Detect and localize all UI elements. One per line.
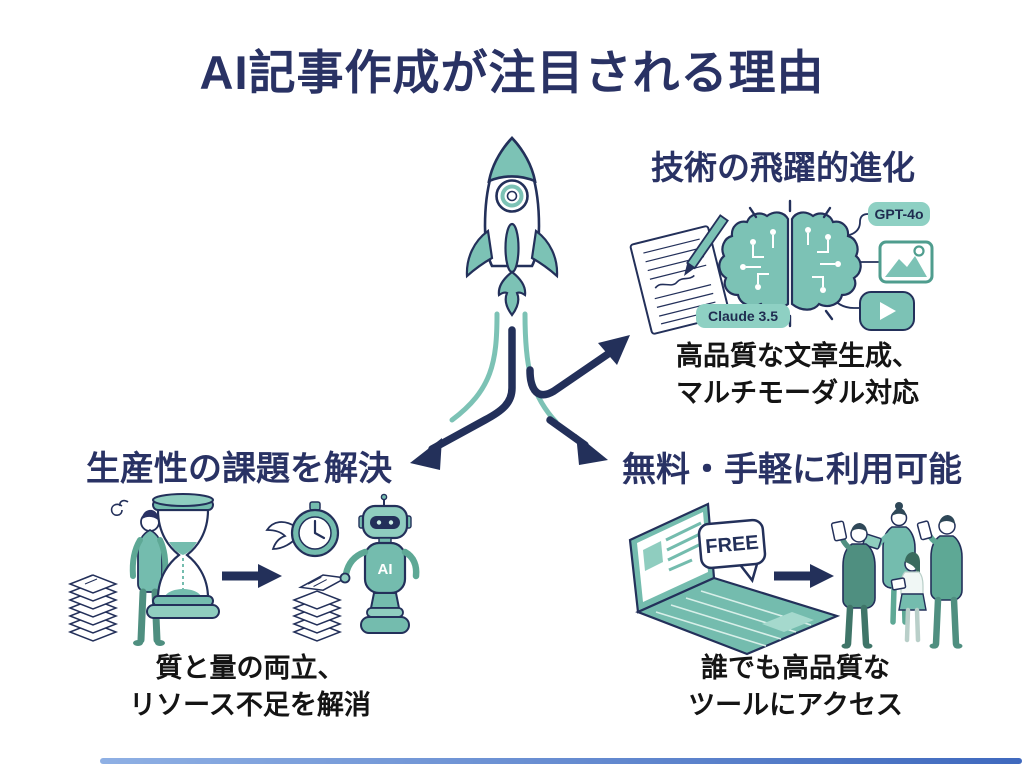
access-caption-line2: ツールにアクセス [688, 690, 903, 720]
stressed-worker-icon [110, 499, 169, 646]
video-play-icon [859, 291, 915, 331]
tech-section-heading: 技術の飛躍的進化 [651, 149, 915, 186]
branch-arrows-icon [410, 311, 630, 470]
bottom-accent-bar [100, 758, 1022, 764]
svg-text:FREE: FREE [705, 532, 760, 559]
gpt4o-badge: GPT-4o [868, 202, 930, 226]
users-group-icon [830, 502, 963, 649]
svg-text:AI: AI [378, 561, 393, 578]
svg-text:GPT-4o: GPT-4o [874, 206, 923, 222]
user-man-left [830, 520, 876, 649]
user-man-right [916, 515, 963, 649]
brain-circuit-icon [718, 199, 862, 328]
access-caption-line1: 誰でも高品質な [701, 653, 890, 683]
productivity-section-heading: 生産性の課題を解決 [86, 450, 392, 488]
tech-caption-line1: 高品質な文章生成、 [676, 341, 919, 371]
tech-caption-line2: マルチモーダル対応 [676, 378, 919, 408]
productivity-caption-line1: 質と量の両立、 [155, 653, 345, 683]
laptop-icon [628, 502, 841, 656]
right-arrow-icon [774, 564, 834, 588]
user-woman-front [890, 552, 927, 643]
rocket-icon [465, 136, 559, 317]
page-title: AI記事作成が注目される理由 [199, 46, 825, 99]
productivity-illustration: AI [67, 493, 420, 646]
access-illustration: FREE [628, 502, 963, 656]
paper-stack-icon [67, 574, 119, 642]
winged-stopwatch-icon [265, 501, 340, 558]
image-icon [878, 240, 934, 284]
productivity-caption: 質と量の両立、 リソース不足を解消 [95, 650, 405, 724]
access-section-heading: 無料・手軽に利用可能 [622, 451, 962, 489]
tech-caption: 高品質な文章生成、 マルチモーダル対応 [676, 338, 919, 412]
productivity-caption-line2: リソース不足を解消 [129, 690, 371, 720]
brain-illustration: GPT-4o Claude 3.5 [629, 199, 934, 335]
free-bubble: FREE [697, 518, 767, 584]
ai-robot-icon: AI [339, 493, 420, 634]
claude-badge: Claude 3.5 [696, 304, 790, 328]
right-arrow-icon [222, 564, 282, 588]
hourglass-icon [146, 493, 220, 619]
robot-paper-stack-icon [291, 574, 349, 642]
access-caption: 誰でも高品質な ツールにアクセス [643, 650, 948, 724]
svg-text:Claude 3.5: Claude 3.5 [708, 308, 778, 324]
